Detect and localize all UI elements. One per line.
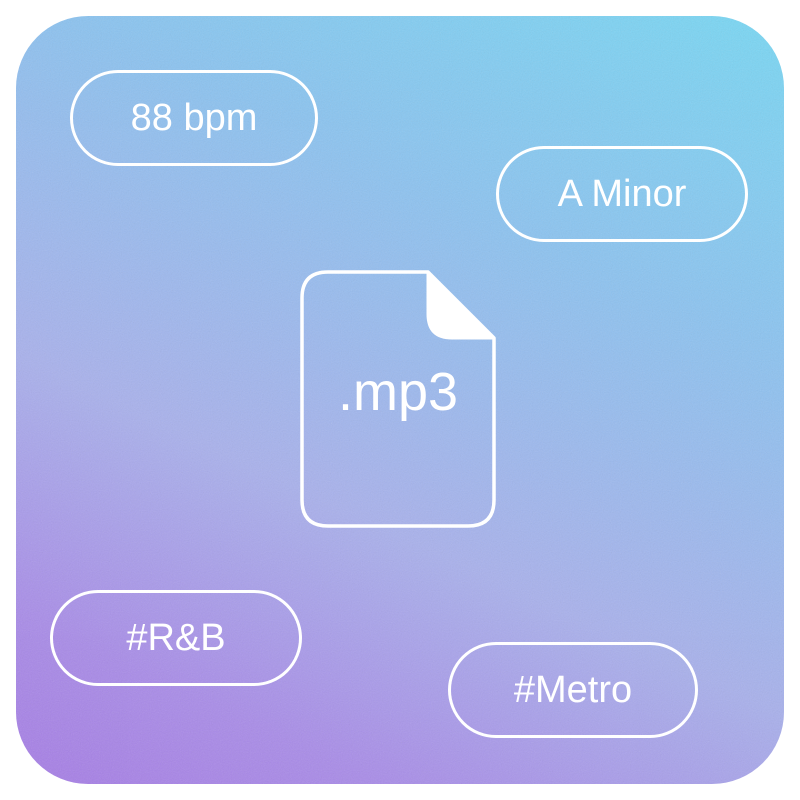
document-icon [300,270,496,528]
artist-tag-label: #Metro [513,668,633,711]
mp3-file-icon[interactable]: .mp3 [300,270,496,528]
audio-tags-card: 88 bpm A Minor .mp3 #R&B #Metro [16,16,784,784]
artist-tag[interactable]: #Metro [448,642,698,738]
bpm-tag-label: 88 bpm [130,96,258,139]
genre-tag[interactable]: #R&B [50,590,302,686]
file-extension-label: .mp3 [337,362,459,422]
genre-tag-label: #R&B [126,616,226,659]
bpm-tag[interactable]: 88 bpm [70,70,318,166]
key-tag-label: A Minor [557,172,687,215]
key-tag[interactable]: A Minor [496,146,748,242]
